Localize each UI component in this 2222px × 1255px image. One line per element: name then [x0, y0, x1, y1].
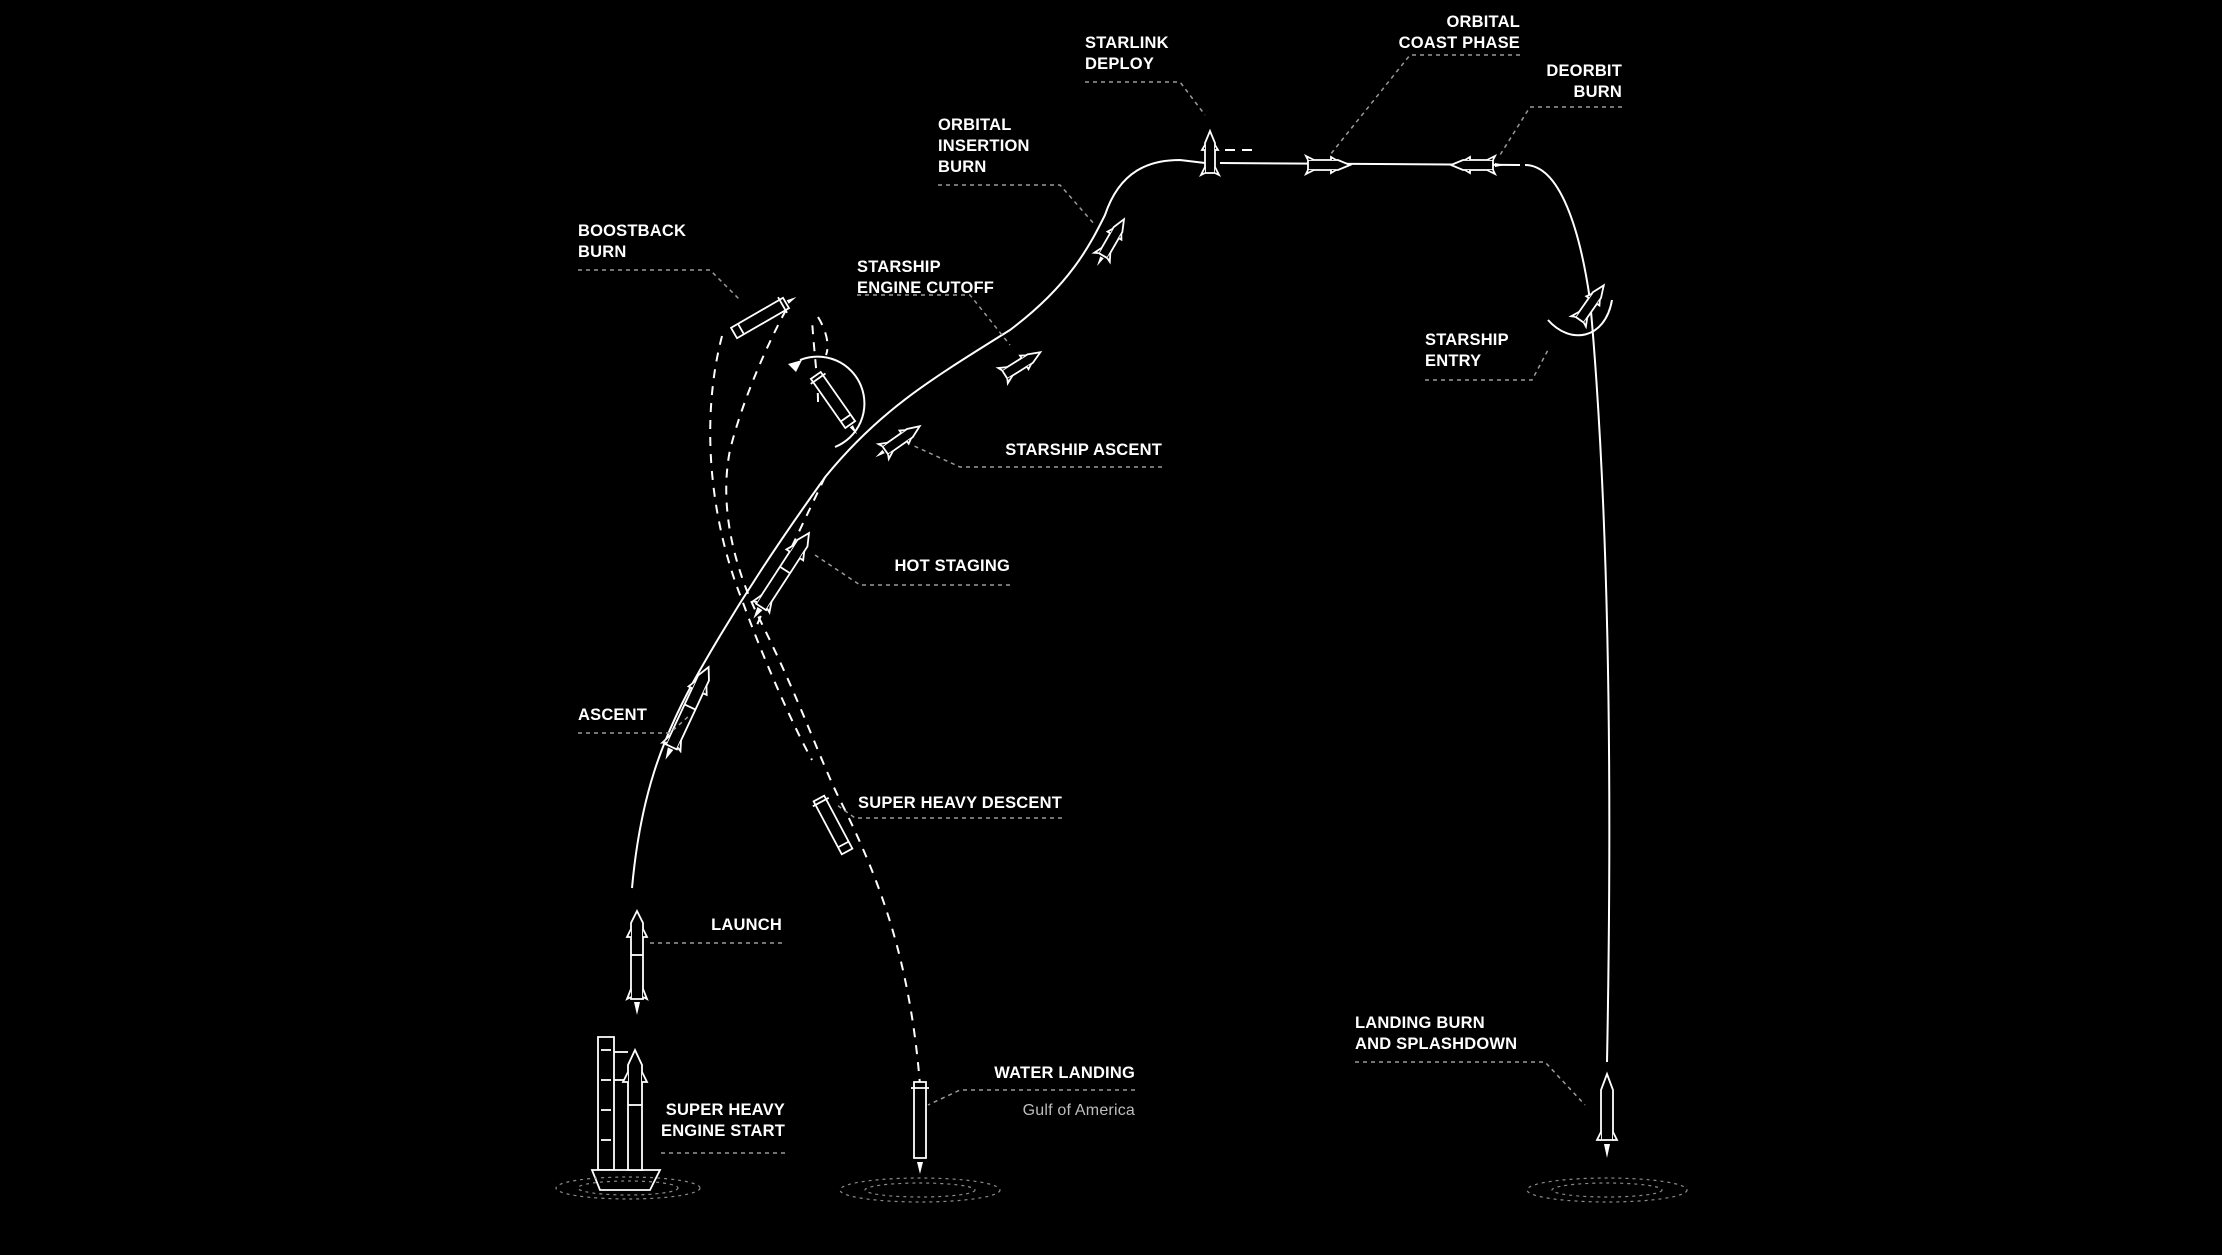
water-landing-label: WATER LANDING	[994, 1064, 1135, 1082]
reentry-trajectory	[1524, 164, 1611, 1063]
label-boostback-burn: BOOSTBACK BURN	[578, 222, 686, 261]
label-engine-cutoff: STARSHIP ENGINE CUTOFF	[857, 258, 994, 297]
orbital-insertion-label-line2: INSERTION	[938, 137, 1030, 155]
engine-cutoff-label-line1: STARSHIP	[857, 258, 941, 276]
starlink-deploy-label-line1: STARLINK	[1085, 34, 1169, 52]
orbital-coast-label-line1: ORBITAL	[1447, 13, 1521, 31]
super-heavy-return-trajectory	[725, 309, 921, 1086]
starship-entry-label-line2: ENTRY	[1425, 352, 1481, 370]
ascent-trajectory	[631, 158, 1206, 889]
ascent-stack-1	[661, 661, 719, 760]
stack-on-pad	[621, 1047, 649, 1171]
boostback-booster	[728, 294, 797, 342]
ascent-label: ASCENT	[578, 706, 647, 724]
launch-label: LAUNCH	[711, 916, 782, 934]
engine-cutoff-label-line2: ENGINE CUTOFF	[857, 279, 994, 297]
flip-arrow	[799, 355, 866, 448]
engine-start-label-line1: SUPER HEAVY	[666, 1101, 785, 1119]
deorbit-ship	[1450, 155, 1505, 175]
water-splash-ship	[1526, 1177, 1688, 1203]
label-deorbit-burn: DEORBIT BURN	[1546, 62, 1622, 101]
entry-plasma	[1547, 299, 1613, 337]
label-orbital-coast: ORBITAL COAST PHASE	[1399, 13, 1520, 52]
label-landing-burn: LANDING BURN AND SPLASHDOWN	[1355, 1014, 1517, 1053]
starlink-deploy-ship	[1200, 130, 1220, 176]
landing-ship	[1595, 1071, 1619, 1158]
orbital-insertion-label-line3: BURN	[938, 158, 986, 176]
engine-cutoff-ship	[997, 343, 1047, 385]
deorbit-label-line2: BURN	[1574, 83, 1622, 101]
orbital-insertion-label-line1: ORBITAL	[938, 116, 1012, 134]
trajectory-lines	[631, 158, 1611, 1086]
label-starship-entry: STARSHIP ENTRY	[1425, 331, 1509, 370]
label-orbital-insertion: ORBITAL INSERTION BURN	[938, 116, 1030, 176]
descent-booster	[810, 793, 856, 857]
orbital-insertion-ship	[1093, 213, 1133, 266]
water-landing-location: Gulf of America	[1023, 1102, 1135, 1119]
starship-ascent-ship	[875, 417, 926, 460]
starship-ascent-label: STARSHIP ASCENT	[1005, 441, 1162, 459]
launch-stack	[626, 910, 648, 1015]
pad-ground	[555, 1176, 701, 1200]
boostback-label-line1: BOOSTBACK	[578, 222, 686, 240]
super-heavy-descent-label: SUPER HEAVY DESCENT	[858, 794, 1062, 812]
boostback-label-line2: BURN	[578, 243, 626, 261]
engine-start-label-line2: ENGINE START	[661, 1122, 785, 1140]
landing-burn-label-line2: AND SPLASHDOWN	[1355, 1035, 1517, 1053]
surfaces	[555, 1176, 1688, 1203]
label-engine-start: SUPER HEAVY ENGINE START	[661, 1101, 785, 1140]
super-heavy-coast-arc	[709, 335, 813, 761]
coast-ship	[1305, 155, 1351, 175]
orbital-coast-label-line2: COAST PHASE	[1399, 34, 1520, 52]
starship-entry-label-line1: STARSHIP	[1425, 331, 1509, 349]
deorbit-label-line1: DEORBIT	[1546, 62, 1622, 80]
vehicles	[590, 130, 1619, 1191]
leader-lines	[578, 54, 1622, 1154]
boostback-return-arc	[817, 316, 829, 356]
hot-staging-stack	[751, 526, 819, 619]
hot-staging-label: HOT STAGING	[894, 557, 1010, 575]
label-water-landing: WATER LANDING Gulf of America	[994, 1064, 1135, 1119]
label-starlink-deploy: STARLINK DEPLOY	[1085, 34, 1169, 73]
landing-burn-label-line1: LANDING BURN	[1355, 1014, 1485, 1032]
water-landing-booster	[911, 1081, 929, 1174]
water-splash-booster	[839, 1177, 1001, 1203]
starlink-deploy-label-line2: DEPLOY	[1085, 55, 1154, 73]
launch-tower	[590, 1036, 662, 1191]
